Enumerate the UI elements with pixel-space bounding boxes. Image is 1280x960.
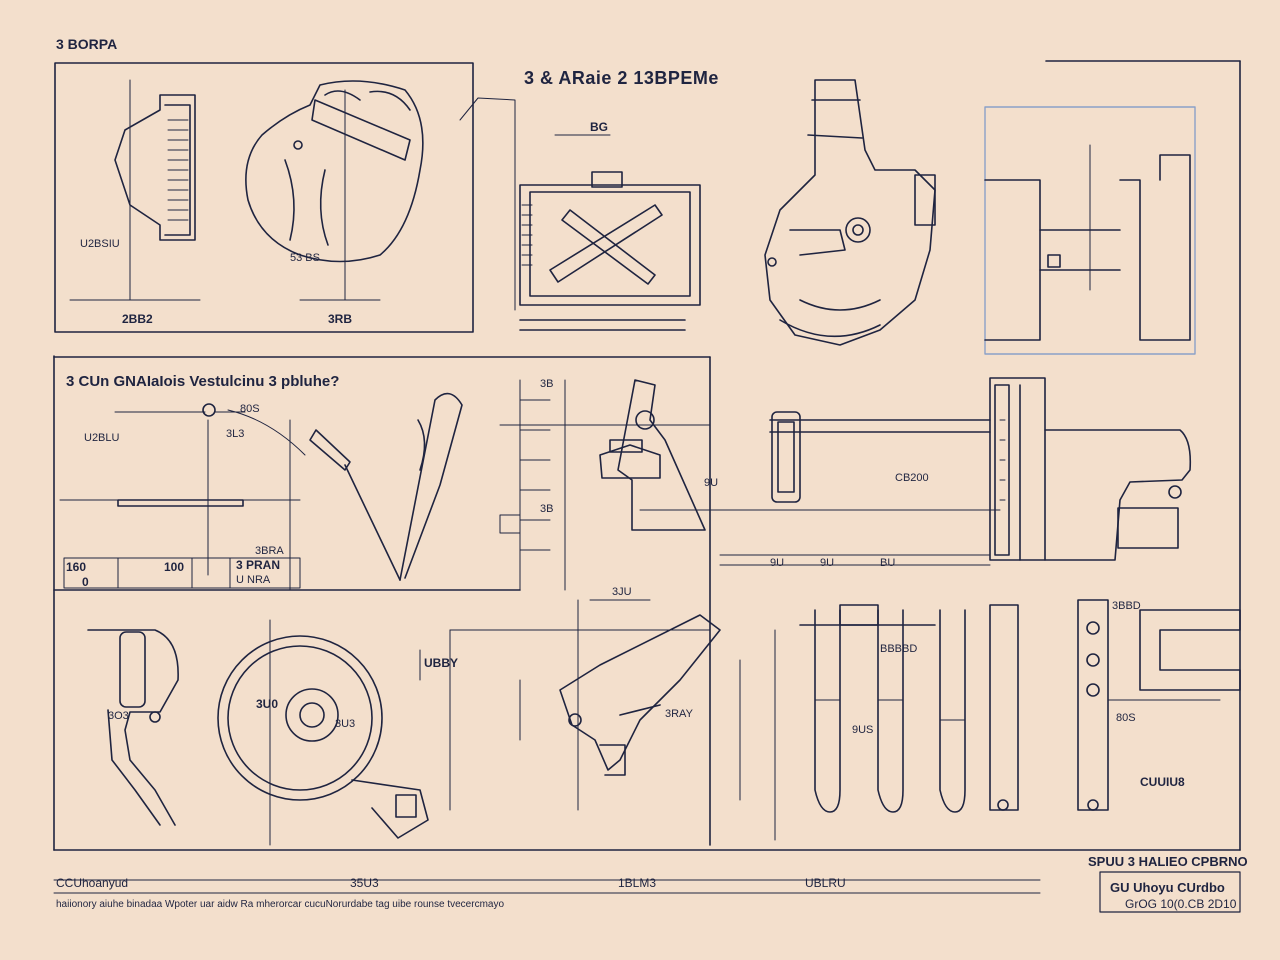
p1-mid-label: 53 BS bbox=[290, 252, 320, 264]
title-block-line-2: GrOG 10(0.CB 2D10 bbox=[1125, 897, 1237, 911]
panel7-part-drawing bbox=[87, 619, 711, 846]
section-title: 3 CUn GNAIaIois Vestulcinu 3 pbluhe? bbox=[66, 373, 340, 390]
panel6-part-drawing bbox=[719, 377, 1192, 566]
accent-frame bbox=[984, 106, 1196, 355]
footer-cell-3: 1BLM3 bbox=[618, 876, 657, 890]
footer-cell-4: UBLRU bbox=[805, 876, 846, 890]
frame-top-left bbox=[54, 62, 474, 333]
p5-mark-2: 3B bbox=[540, 503, 554, 515]
p6-mid-label: CB200 bbox=[895, 472, 929, 484]
corner-label: 3 BORPA bbox=[56, 36, 118, 52]
panel10-part-drawing bbox=[989, 599, 1241, 811]
title-block-line-1: GU Uhoyu CUrdbo bbox=[1110, 880, 1225, 895]
title-block bbox=[1099, 871, 1241, 913]
p4-cell-5: U NRA bbox=[236, 574, 271, 586]
p4-small-label: 80S bbox=[240, 403, 260, 415]
panel-top-right-part-drawing bbox=[984, 144, 1191, 341]
p9-top-label: BBBBD bbox=[880, 643, 918, 655]
p1-bottom-right-label: 3RB bbox=[328, 312, 353, 326]
p4-ratio-label: 3L3 bbox=[226, 428, 245, 440]
p4-cell-2: 0 bbox=[82, 575, 89, 589]
footer-notes: haiionory aiuhe binadaa Wpoter uar aidw … bbox=[56, 899, 505, 910]
p10-small-label: 80S bbox=[1116, 712, 1136, 724]
p6-bottom-3: BU bbox=[880, 557, 896, 569]
p6-bottom-2: 9U bbox=[820, 557, 835, 569]
footer-cell-1: CCUhoanyud bbox=[56, 876, 129, 890]
p4-cell-1: 160 bbox=[66, 560, 87, 574]
p4-cell-3: 100 bbox=[164, 560, 185, 574]
p2-top-label: BG bbox=[590, 120, 608, 134]
p7-left-label: 3O3 bbox=[108, 710, 129, 722]
p6-bottom-1: 9U bbox=[770, 557, 785, 569]
panel9-part-drawing bbox=[799, 604, 966, 813]
panel3-part-drawing bbox=[764, 79, 936, 346]
p5-mark-3: 9U bbox=[704, 477, 719, 489]
p7-right-label: 3U3 bbox=[335, 718, 356, 730]
panel2-part-drawing bbox=[459, 97, 701, 331]
p5-mark-1: 3B bbox=[540, 378, 554, 390]
p1-left-label: U2BSIU bbox=[80, 238, 120, 250]
p8-tag2-label: 3RAY bbox=[665, 708, 693, 720]
p4-cell-4: 3 PRAN bbox=[236, 558, 281, 572]
panel5-part-drawing bbox=[499, 379, 1001, 591]
p10-bottom-label: CUUIU8 bbox=[1140, 775, 1185, 789]
p7-mid-label: 3U0 bbox=[256, 697, 279, 711]
p4-mid-label: U2BLU bbox=[84, 432, 120, 444]
panel4-part-drawing bbox=[59, 392, 463, 591]
p8-tag-label: UBBY bbox=[424, 656, 459, 670]
p10-top-label: 3BBD bbox=[1112, 600, 1141, 612]
title-block-heading: SPUU 3 HALIEO CPBRNO bbox=[1088, 854, 1248, 869]
p9-small-label: 9US bbox=[852, 724, 874, 736]
p4-tag-label: 3BRA bbox=[255, 545, 284, 557]
panel1-part-drawing bbox=[69, 79, 424, 301]
panel8-part-drawing bbox=[519, 599, 776, 841]
footer-cell-2: 35U3 bbox=[350, 876, 379, 890]
p8-top-label: 3JU bbox=[612, 586, 632, 598]
p1-bottom-left-label: 2BB2 bbox=[122, 312, 153, 326]
sheet-title: 3 & ARaie 2 13BPEMe bbox=[524, 68, 719, 88]
